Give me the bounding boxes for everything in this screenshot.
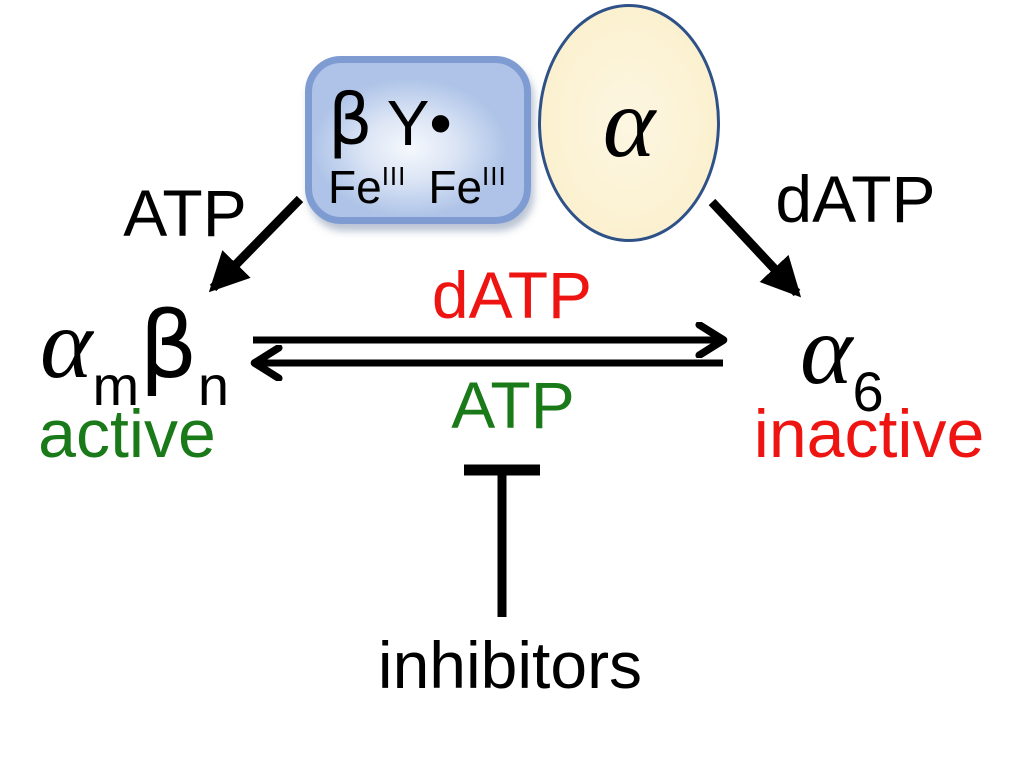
active-beta-subscript: n	[197, 354, 230, 417]
fe-left-oxidation-state: III	[381, 161, 407, 191]
datp-inactivation-arrow	[708, 198, 802, 298]
fe-right-label: Fe	[428, 161, 483, 213]
atp-branch-label: ATP	[123, 176, 247, 250]
inactive-alpha-subscript: 6	[852, 360, 884, 423]
beta-symbol: β	[328, 79, 373, 161]
fe-right-oxidation-state: III	[482, 161, 507, 191]
inactive-alpha-symbol: α	[800, 294, 853, 405]
active-state-label: active	[38, 396, 216, 472]
datp-branch-label: dATP	[775, 162, 936, 236]
inhibitors-label: inhibitors	[377, 628, 643, 702]
active-alpha-symbol: α	[40, 288, 93, 399]
alpha-symbol: α	[602, 67, 656, 178]
alpha-subunit-ellipse: α	[538, 4, 720, 242]
active-beta-symbol: β	[139, 292, 198, 399]
equilibrium-forward-label: dATP	[431, 258, 593, 332]
atp-activation-arrow	[208, 195, 304, 293]
inactive-complex-formula: α6	[800, 300, 884, 420]
inactive-state-label: inactive	[753, 396, 985, 472]
beta-radical-line: β Y•	[328, 69, 524, 155]
equilibrium-reverse-label: ATP	[451, 368, 575, 442]
active-alpha-subscript: m	[92, 354, 140, 417]
active-complex-formula: αmβn	[40, 294, 229, 414]
fe-left-label: Fe	[328, 161, 382, 213]
tyrosyl-radical-label: Y•	[386, 87, 452, 160]
